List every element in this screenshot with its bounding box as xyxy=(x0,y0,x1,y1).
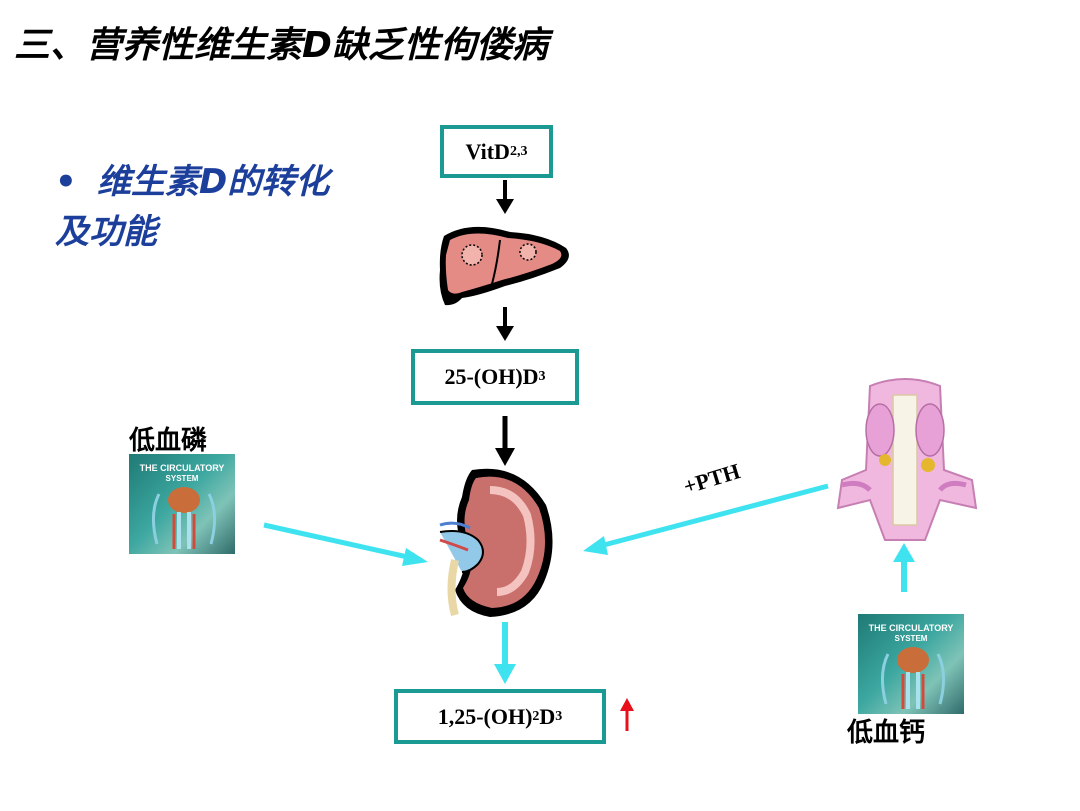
vitd-label: VitD xyxy=(465,138,510,164)
up-arrow-icon xyxy=(620,698,634,731)
low-calcium-label: 低血钙 xyxy=(847,718,926,748)
thumb-right-title2: SYSTEM xyxy=(895,634,928,643)
bullet-text-line1: 维生素D的转化 xyxy=(97,162,330,202)
bullet-text-line2: 及功能 xyxy=(55,212,157,252)
low-phosphorus-label: 低血磷 xyxy=(129,426,208,456)
circulatory-thumbnail-left: THE CIRCULATORY SYSTEM xyxy=(129,454,235,554)
vitd-subscript: 2,3 xyxy=(509,143,528,159)
dihydroxy-label: D xyxy=(539,703,556,729)
dihydroxy-prefix: 1,25-(OH) xyxy=(437,703,533,729)
arrow-kidney-to-dihydroxy xyxy=(494,622,516,684)
thumb-left-title1: THE CIRCULATORY xyxy=(140,463,225,473)
arrow-phosphorus-to-kidney xyxy=(263,522,428,566)
kidney-icon xyxy=(439,468,553,617)
arrow-calcium-to-parathyroid xyxy=(893,543,915,592)
arrow-vitd-to-liver xyxy=(496,180,514,214)
circulatory-thumbnail-right: THE CIRCULATORY SYSTEM xyxy=(858,614,964,714)
hydroxy25-subscript: 3 xyxy=(538,369,546,384)
dihydroxy-subscript2: 3 xyxy=(555,708,563,724)
hydroxy25-label: 25-(OH)D xyxy=(444,364,539,389)
bullet-marker: • xyxy=(55,162,77,202)
dihydroxy-subscript1: 2 xyxy=(532,708,540,724)
parathyroid-icon xyxy=(836,378,978,541)
thumb-right-title1: THE CIRCULATORY xyxy=(869,623,954,633)
thumb-left-title2: SYSTEM xyxy=(166,474,199,483)
arrow-pth-to-kidney xyxy=(583,483,829,555)
arrow-25oh-to-kidney xyxy=(495,416,515,466)
liver-icon xyxy=(439,226,569,306)
arrow-liver-to-25oh xyxy=(496,307,514,341)
page-title: 三、营养性维生素D缺乏性佝偻病 xyxy=(14,25,548,66)
